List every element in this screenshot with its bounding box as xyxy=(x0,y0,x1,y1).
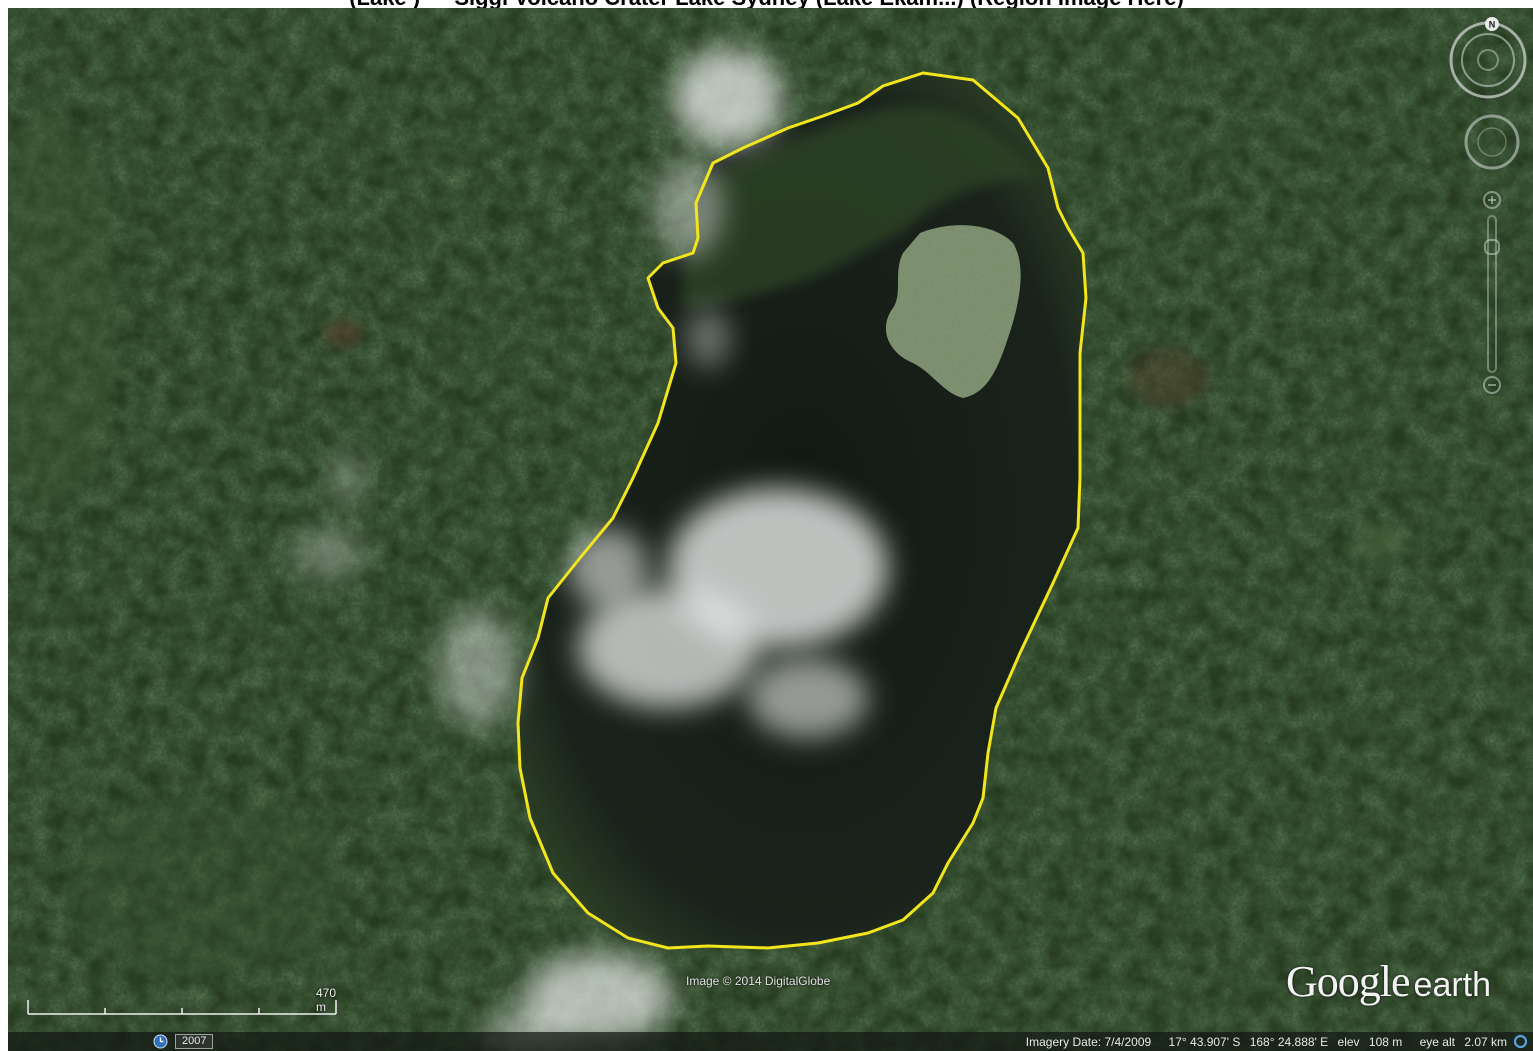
longitude-readout: 168° 24.888' E xyxy=(1249,1035,1329,1049)
zoom-plus-icon xyxy=(1483,191,1501,209)
logo-google-text: Google xyxy=(1286,957,1411,1006)
lake-outline xyxy=(516,71,1088,950)
logo-earth-text: earth xyxy=(1413,966,1492,1004)
scale-label: 470 m xyxy=(316,986,337,1014)
satellite-imagery xyxy=(8,8,1533,1051)
look-joystick-icon[interactable] xyxy=(1462,112,1522,172)
zoom-minus-icon xyxy=(1483,376,1501,394)
header-banner: (Lake ) — Siggi Volcano Crater Lake Sydn… xyxy=(0,0,1533,8)
history-year-badge[interactable]: 2007 xyxy=(175,1034,214,1049)
elevation-label: elev xyxy=(1337,1035,1360,1049)
eye-alt-label: eye alt xyxy=(1419,1035,1455,1049)
latitude-readout: 17° 43.907' S xyxy=(1168,1035,1241,1049)
zoom-slider[interactable] xyxy=(1480,180,1504,400)
eye-alt-readout: 2.07 km xyxy=(1464,1035,1507,1049)
status-readout: Imagery Date: 7/4/2009 17° 43.907' S 168… xyxy=(1012,1035,1507,1049)
page-title: (Lake ) — Siggi Volcano Crater Lake Sydn… xyxy=(0,0,1533,8)
imagery-date: Imagery Date: 7/4/2009 xyxy=(1025,1035,1152,1049)
imagery-credit: Image © 2014 DigitalGlobe xyxy=(686,974,831,988)
compass-north-label: N xyxy=(1489,20,1496,30)
scale-bar: 470 m xyxy=(26,986,338,1026)
status-bar: 2007 Imagery Date: 7/4/2009 17° 43.907' … xyxy=(8,1032,1533,1051)
compass-icon[interactable]: N xyxy=(1448,12,1528,100)
history-clock-icon[interactable] xyxy=(153,1034,168,1049)
status-globe-icon xyxy=(1513,1034,1528,1049)
elevation-readout: 108 m xyxy=(1368,1035,1403,1049)
